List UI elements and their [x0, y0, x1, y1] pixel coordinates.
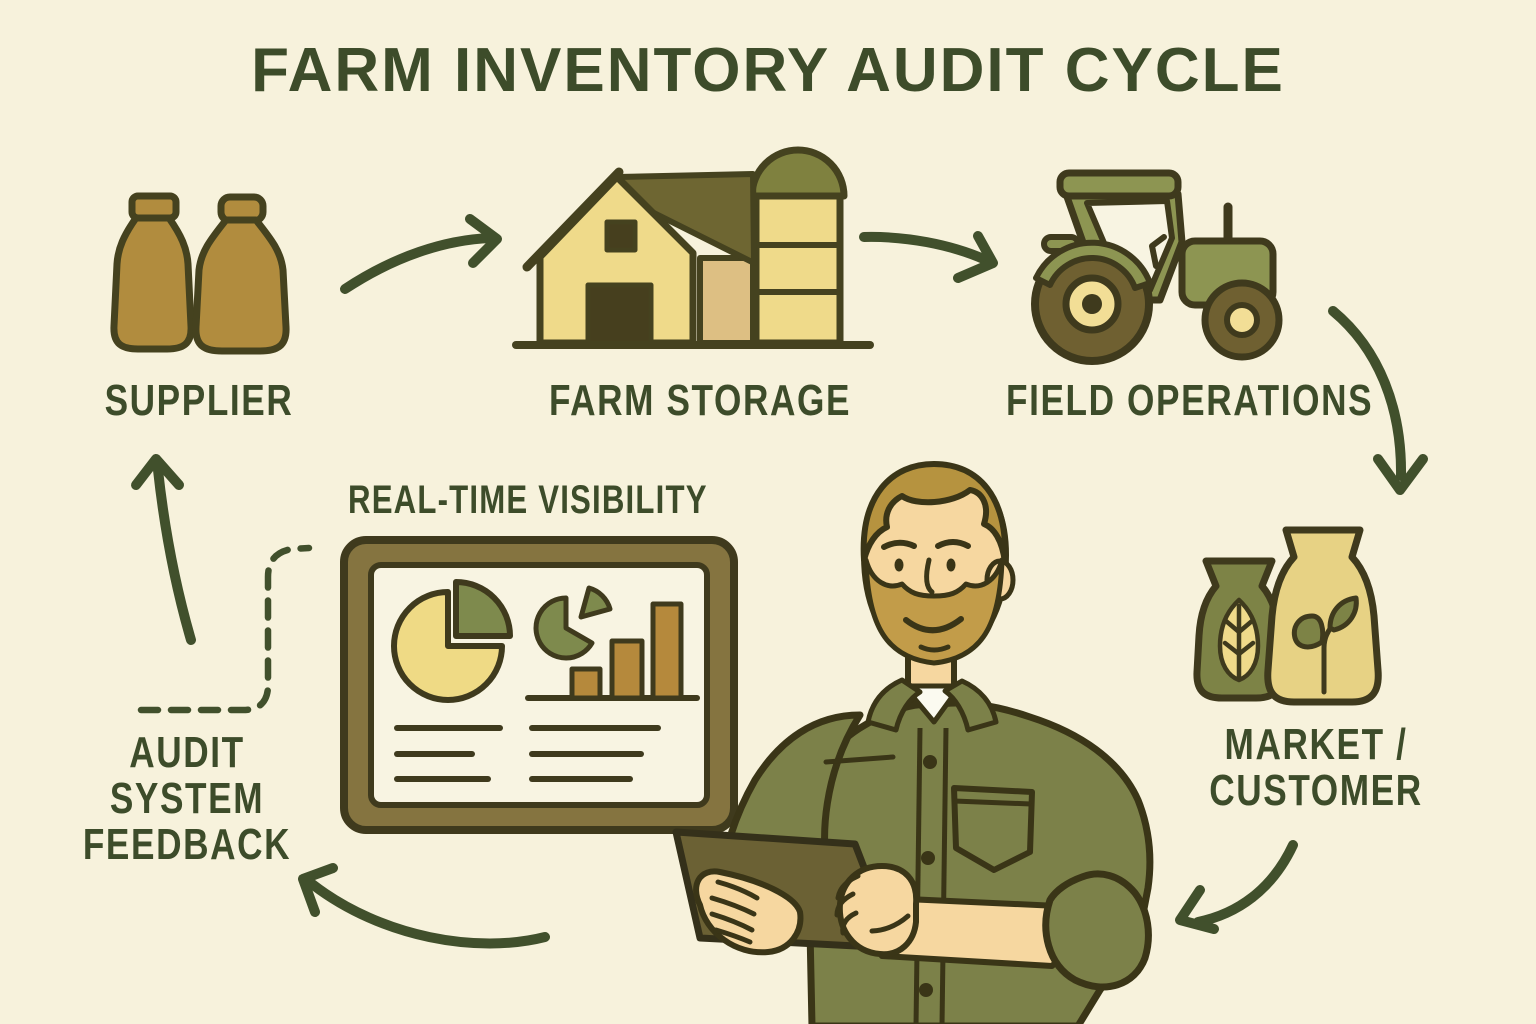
hair — [860, 461, 1009, 565]
arrow-market-to-farmer — [1175, 840, 1298, 934]
page-title: FARM INVENTORY AUDIT CYCLE — [251, 36, 1285, 105]
barn-silo-icon — [512, 146, 874, 349]
right-hand — [834, 863, 920, 958]
placket — [913, 727, 949, 1024]
arrow-field-operations-to-market — [1328, 306, 1428, 495]
tractor-roof — [1056, 169, 1182, 200]
left-hand — [693, 868, 804, 956]
chest-pocket — [951, 785, 1035, 873]
silo — [752, 191, 844, 347]
field-operations-label: FIELD OPERATIONS — [1006, 376, 1374, 425]
audit-system-feedback-label: AUDIT SYSTEM FEEDBACK — [82, 728, 292, 869]
farm-storage-label: FARM STORAGE — [548, 376, 852, 425]
nose — [924, 557, 935, 595]
feedback-dashed-connector — [137, 544, 313, 714]
text-lines — [394, 725, 661, 782]
arrow-supplier-to-farm-storage — [340, 214, 502, 294]
silo-dome — [748, 146, 848, 200]
beard — [863, 557, 1005, 666]
chest-stitch — [823, 754, 896, 765]
eyebrows — [881, 539, 971, 550]
tractor-lever — [1149, 234, 1167, 269]
button — [923, 755, 937, 769]
bar-chart-icon — [525, 601, 700, 701]
lower-lip — [918, 644, 951, 653]
barn-annex — [697, 255, 756, 346]
button — [919, 983, 933, 997]
supplier-label: SUPPLIER — [104, 376, 294, 425]
market-customer-label: MARKET / CUSTOMER — [1209, 720, 1423, 815]
sprout-emblem-icon — [1291, 595, 1359, 695]
farmer-illustration — [672, 461, 1154, 1024]
roof-eave — [522, 167, 624, 272]
collar-left — [865, 677, 923, 733]
tractor-icon — [1031, 169, 1283, 365]
supply-sacks-icon — [110, 192, 290, 355]
left-eye — [894, 558, 904, 572]
rear-fender — [1033, 239, 1153, 291]
real-time-visibility-label: REAL-TIME VISIBILITY — [348, 478, 708, 522]
wheat-emblem-icon — [1217, 597, 1261, 683]
arrow-farm-storage-to-field-operations — [859, 231, 998, 283]
arrow-audit-feedback-to-supplier — [131, 454, 196, 645]
barn-window — [604, 219, 638, 253]
right-eye — [946, 558, 956, 572]
pie-chart-icon — [391, 579, 513, 703]
arrow-farmer-to-audit-feedback — [298, 863, 550, 949]
dashboard-tablet-icon — [340, 536, 738, 834]
rolled-cuff — [1042, 870, 1152, 991]
produce-bags-icon — [1193, 526, 1382, 706]
smile — [903, 616, 964, 634]
barn-door — [585, 282, 654, 346]
collar-right — [942, 678, 999, 733]
button — [921, 851, 935, 865]
tan-bag — [1264, 526, 1382, 706]
donut-chart-icon — [533, 585, 613, 661]
